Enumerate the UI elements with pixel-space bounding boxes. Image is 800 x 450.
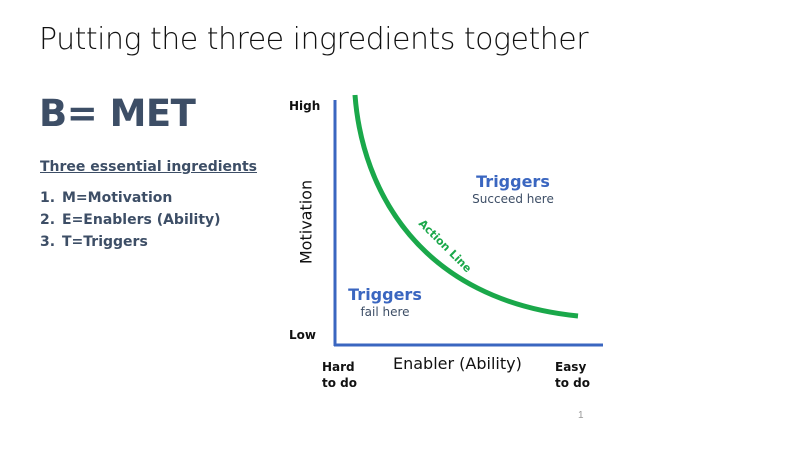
x-low-label: Hard to do xyxy=(322,360,357,390)
y-high-label: High xyxy=(289,99,321,113)
list-item: 1.M=Motivation xyxy=(40,190,173,206)
zone-heading: Triggers xyxy=(348,285,422,304)
zone-subtext: fail here xyxy=(360,305,410,319)
formula-heading: B= MET xyxy=(39,92,196,135)
y-low-label: Low xyxy=(289,328,316,342)
x-high-label: Easy to do xyxy=(555,360,590,390)
zone-above-action-line: Triggers Succeed here xyxy=(466,172,560,206)
y-axis-title: Motivation xyxy=(296,179,316,265)
slide-title: Putting the three ingredients together xyxy=(39,22,589,57)
zone-heading: Triggers xyxy=(476,172,550,191)
x-axis-title: Enabler (Ability) xyxy=(393,354,522,373)
list-item: 3.T=Triggers xyxy=(40,234,148,250)
action-line-curve xyxy=(352,94,579,319)
list-item: 2.E=Enablers (Ability) xyxy=(40,212,221,228)
zone-below-action-line: Triggers fail here xyxy=(345,285,425,319)
zone-subtext: Succeed here xyxy=(472,192,554,206)
ingredients-subheading: Three essential ingredients xyxy=(40,159,258,175)
page-number: 1 xyxy=(578,410,584,421)
ingredients-list: 1.M=Motivation 2.E=Enablers (Ability) 3.… xyxy=(40,187,221,253)
